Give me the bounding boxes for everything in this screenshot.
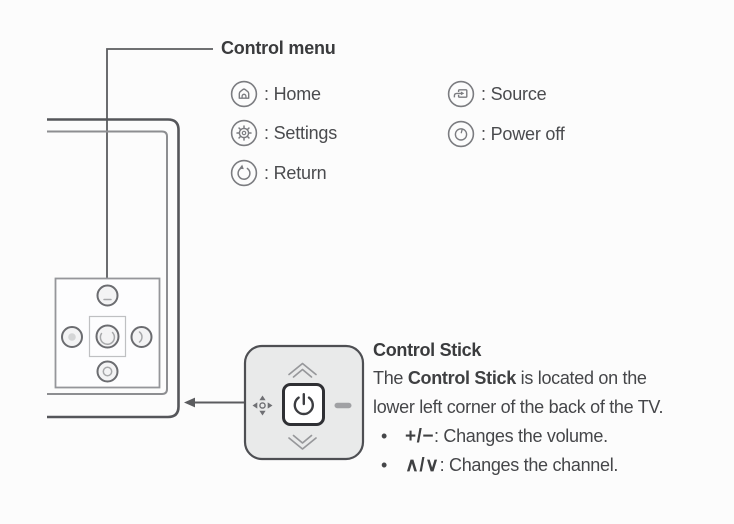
control-stick-section: Control Stick The Control Stick is locat… xyxy=(373,337,693,480)
volume-minus-icon xyxy=(334,402,352,409)
channel-symbols: ∧/∨ xyxy=(405,455,440,476)
tv-back-outline-inner xyxy=(47,130,168,395)
return-icon xyxy=(230,159,258,187)
control-menu-item-settings: : Settings xyxy=(230,119,337,147)
control-menu-item-home: : Home xyxy=(230,80,321,108)
control-menu-item-source: : Source xyxy=(447,80,547,108)
pad-bottom-button xyxy=(96,360,119,383)
control-stick-description: The Control Stick is located on the lowe… xyxy=(373,368,664,417)
channel-bullet: • ∧/∨ : Changes the channel. xyxy=(373,451,693,480)
move-4way-icon xyxy=(252,395,273,416)
power-button-icon xyxy=(282,383,325,426)
volume-symbols: +/− xyxy=(405,426,434,447)
control-stick-diagram xyxy=(243,344,365,461)
menu-item-label: : Return xyxy=(264,162,327,183)
menu-item-label: : Source xyxy=(481,83,547,104)
volume-bullet: • +/− : Changes the volume. xyxy=(373,422,693,451)
power-off-icon xyxy=(447,120,475,148)
control-menu-item-return: : Return xyxy=(230,159,327,187)
control-pad xyxy=(54,277,161,389)
pad-top-button xyxy=(96,284,119,307)
control-menu-item-power-off: : Power off xyxy=(447,120,565,148)
channel-down-chevron-icon xyxy=(288,434,317,450)
menu-item-label: : Settings xyxy=(264,122,338,143)
menu-item-label: : Home xyxy=(264,83,321,104)
channel-up-chevron-icon xyxy=(288,362,317,378)
pointer-line xyxy=(106,48,213,288)
source-icon xyxy=(447,80,475,108)
arrow-to-tv xyxy=(184,397,244,408)
home-icon xyxy=(230,80,258,108)
settings-icon xyxy=(230,119,258,147)
control-stick-title: Control Stick xyxy=(373,340,482,360)
control-menu-title: Control menu xyxy=(221,38,336,58)
tv-back-outline-outer xyxy=(47,118,180,419)
menu-item-label: : Power off xyxy=(481,123,565,144)
